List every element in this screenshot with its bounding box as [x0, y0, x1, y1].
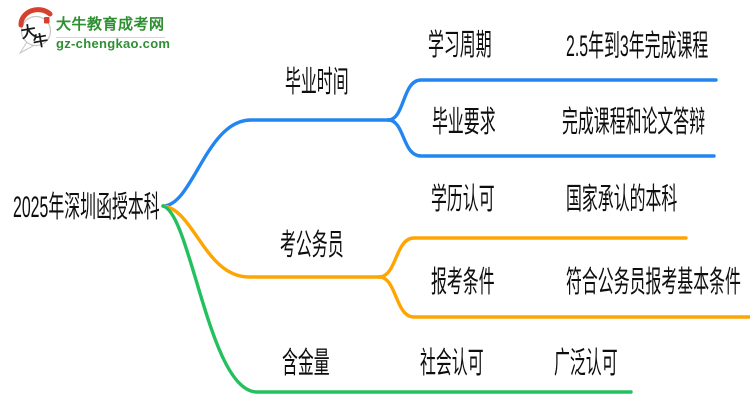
edge-branch-3	[161, 204, 633, 394]
logo-char-da: 大	[20, 22, 38, 42]
logo-site-name: 大牛教育成考网	[56, 13, 165, 38]
branch-3-topic: 含金量	[282, 347, 330, 380]
edge-branch-1	[161, 118, 390, 208]
branch-1-leaf-2: 完成课程和论文答辩	[562, 106, 706, 139]
red-arc-icon	[18, 7, 53, 28]
edge-branch-1-sub-1	[386, 78, 718, 122]
site-logo: 大 牛 大牛教育成考网 gz-chengkao.com	[0, 0, 230, 60]
logo-bull-bubble-icon: 大 牛	[18, 7, 53, 55]
edge-branch-1-sub-2	[386, 118, 716, 158]
branch-2-sub-2: 报考条件	[431, 266, 495, 299]
logo-site-url: gz-chengkao.com	[56, 36, 171, 51]
edge-branch-2-sub-2	[377, 275, 750, 319]
edge-branch-2	[161, 204, 381, 279]
branch-1-sub-1: 学习周期	[428, 29, 492, 62]
branch-2-sub-1: 学历认可	[431, 183, 495, 216]
root-node: 2025年深圳函授本科	[13, 191, 160, 224]
branch-3-leaf-1: 广泛认可	[554, 347, 618, 380]
branch-2-leaf-1: 国家承认的本科	[566, 183, 678, 216]
branch-2-leaf-2: 符合公务员报考基本条件	[566, 266, 741, 299]
branch-2-topic: 考公务员	[280, 229, 344, 262]
red-seal-icon	[44, 17, 50, 24]
branch-1-leaf-1: 2.5年到3年完成课程	[566, 30, 709, 63]
logo-char-niu: 牛	[32, 31, 50, 51]
branch-3-sub-1: 社会认可	[420, 347, 484, 380]
edge-branch-2-sub-1	[377, 236, 688, 279]
branch-1-sub-2: 毕业要求	[432, 106, 496, 139]
branch-1-topic: 毕业时间	[285, 66, 349, 99]
speech-bubble-circle	[20, 15, 52, 47]
